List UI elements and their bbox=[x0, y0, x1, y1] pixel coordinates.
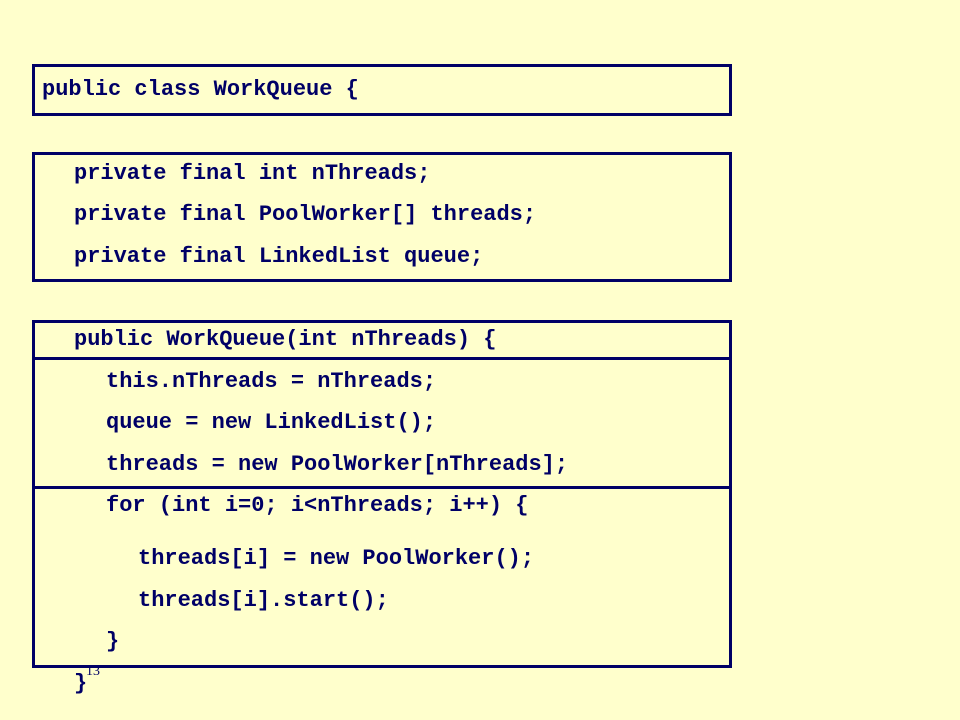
class-header-line: public class WorkQueue { bbox=[42, 77, 359, 102]
class-declaration-box bbox=[32, 64, 732, 116]
constructor-close-brace: } bbox=[74, 671, 88, 696]
loop-body-line-new-worker: threads[i] = new PoolWorker(); bbox=[138, 546, 535, 571]
field-line-queue: private final LinkedList queue; bbox=[74, 244, 484, 269]
loop-header-line: for (int i=0; i<nThreads; i++) { bbox=[106, 493, 529, 518]
init-line-queue: queue = new LinkedList(); bbox=[106, 410, 437, 435]
field-line-nthreads: private final int nThreads; bbox=[74, 161, 431, 186]
init-line-nthreads: this.nThreads = nThreads; bbox=[106, 369, 437, 394]
loop-close-brace: } bbox=[106, 629, 120, 654]
slide-number: 13 bbox=[86, 664, 100, 679]
field-declarations-box bbox=[32, 152, 732, 282]
init-line-threads: threads = new PoolWorker[nThreads]; bbox=[106, 452, 569, 477]
constructor-box bbox=[32, 320, 732, 668]
constructor-header-line: public WorkQueue(int nThreads) { bbox=[74, 327, 497, 352]
initialization-divider bbox=[32, 486, 732, 489]
loop-body-line-start: threads[i].start(); bbox=[138, 588, 389, 613]
constructor-header-divider bbox=[32, 357, 732, 360]
field-line-threads: private final PoolWorker[] threads; bbox=[74, 202, 537, 227]
